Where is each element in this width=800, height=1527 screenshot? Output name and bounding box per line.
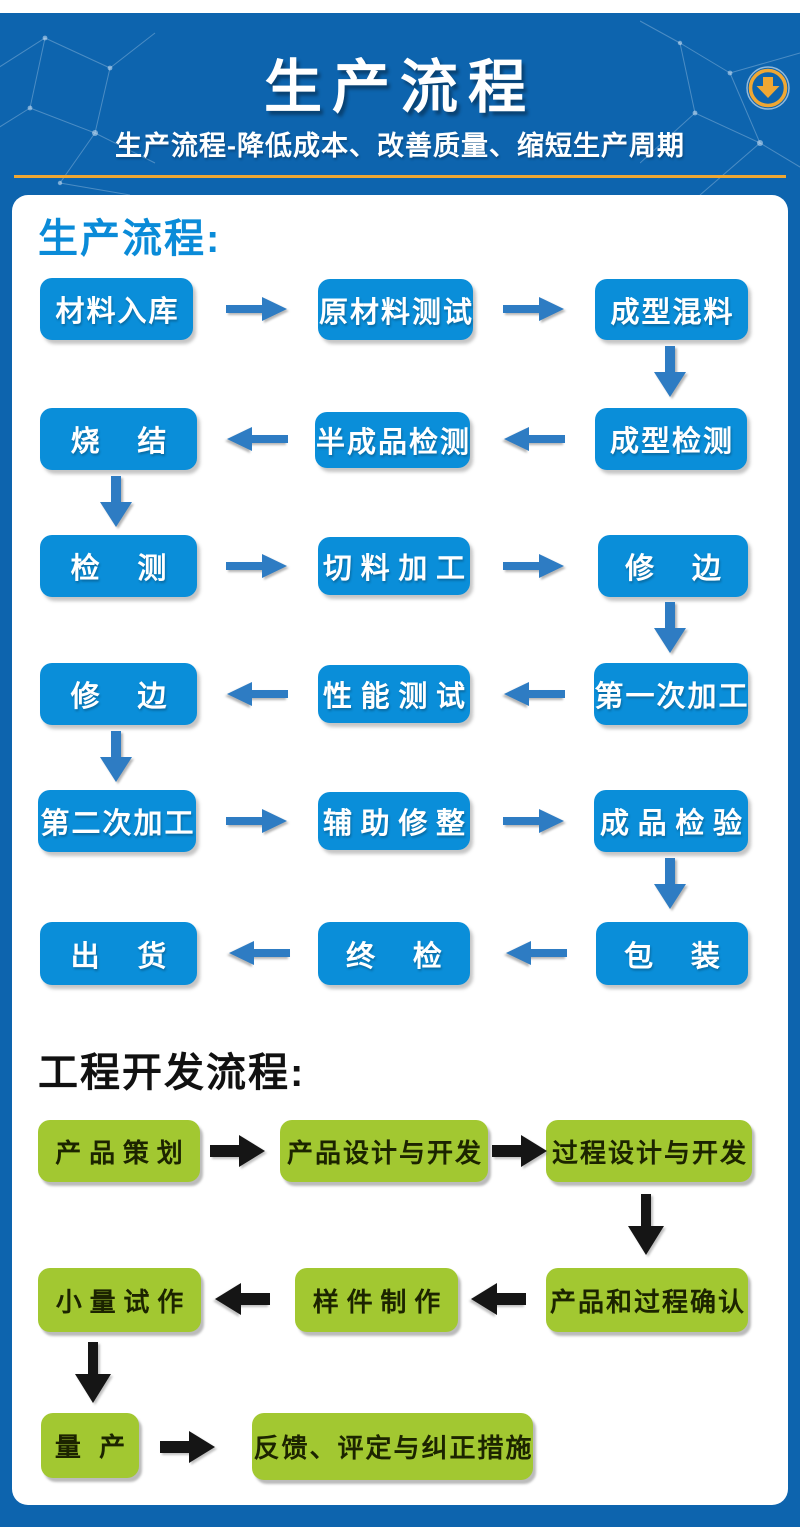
arrow-right-icon (503, 297, 564, 321)
flow-step-trimming: 修边 (598, 535, 748, 597)
flow-step-raw-material-test: 原材料测试 (318, 279, 473, 340)
eng-step-process-design-development: 过程设计与开发 (546, 1120, 752, 1182)
arrow-right-icon (503, 554, 564, 578)
flow-step-cutting: 切料加工 (318, 537, 470, 595)
flow-step-molding-mix: 成型混料 (595, 279, 748, 340)
bottom-bar (0, 1505, 800, 1527)
arrow-left-icon (471, 1283, 526, 1315)
arrow-left-icon (229, 941, 290, 965)
eng-step-product-planning: 产品策划 (38, 1120, 200, 1182)
arrow-right-icon (210, 1135, 265, 1167)
eng-step-small-batch-trial: 小量试作 (38, 1268, 201, 1332)
flow-step-final-inspection: 终检 (318, 922, 470, 985)
arrow-down-icon (654, 858, 686, 909)
flow-step-inspection: 检测 (40, 535, 197, 597)
arrow-down-icon (100, 476, 132, 527)
arrow-left-icon (215, 1283, 270, 1315)
eng-step-sample-making: 样件制作 (295, 1268, 458, 1332)
arrow-left-icon (504, 427, 565, 451)
flow-step-trimming-2: 修边 (40, 663, 197, 725)
page-title: 生产流程 (263, 55, 536, 120)
flow-step-auxiliary-finishing: 辅助修整 (318, 792, 470, 850)
arrow-right-icon (226, 297, 287, 321)
flow-step-material-inbound: 材料入库 (40, 278, 193, 340)
eng-step-mass-production: 量产 (41, 1413, 139, 1478)
gold-divider (14, 175, 786, 178)
engineering-flow-heading: 工程开发流程: (38, 1051, 306, 1095)
flow-step-sintering: 烧结 (40, 408, 197, 470)
arrow-down-icon (100, 731, 132, 782)
eng-step-product-design-development: 产品设计与开发 (280, 1120, 488, 1182)
flow-step-molding-inspection: 成型检测 (595, 408, 747, 470)
flow-step-first-machining: 第一次加工 (594, 663, 748, 725)
flow-step-semi-product-test: 半成品检测 (315, 412, 470, 468)
arrow-left-icon (227, 682, 288, 706)
page-subtitle: 生产流程-降低成本、改善质量、缩短生产周期 (115, 131, 685, 161)
flow-step-performance-test: 性能测试 (318, 665, 470, 723)
download-circle-icon[interactable] (746, 66, 790, 110)
arrow-left-icon (506, 941, 567, 965)
arrow-left-icon (227, 427, 288, 451)
arrow-right-icon (160, 1431, 215, 1463)
arrow-down-icon (654, 346, 686, 397)
arrow-down-icon (654, 602, 686, 653)
arrow-down-icon (628, 1194, 664, 1255)
eng-step-feedback-corrective-actions: 反馈、评定与纠正措施 (252, 1413, 533, 1480)
arrow-down-icon (75, 1342, 111, 1403)
arrow-right-icon (503, 809, 564, 833)
flow-step-shipping: 出货 (40, 922, 197, 985)
production-flow-heading: 生产流程: (38, 217, 222, 261)
arrow-right-icon (226, 809, 287, 833)
arrow-left-icon (504, 682, 565, 706)
arrow-right-icon (226, 554, 287, 578)
flow-step-packaging: 包装 (596, 922, 748, 985)
eng-step-product-process-confirmation: 产品和过程确认 (546, 1268, 748, 1332)
flow-step-finished-inspection: 成品检验 (594, 790, 748, 852)
arrow-right-icon (492, 1135, 547, 1167)
flow-step-second-machining: 第二次加工 (38, 790, 196, 852)
